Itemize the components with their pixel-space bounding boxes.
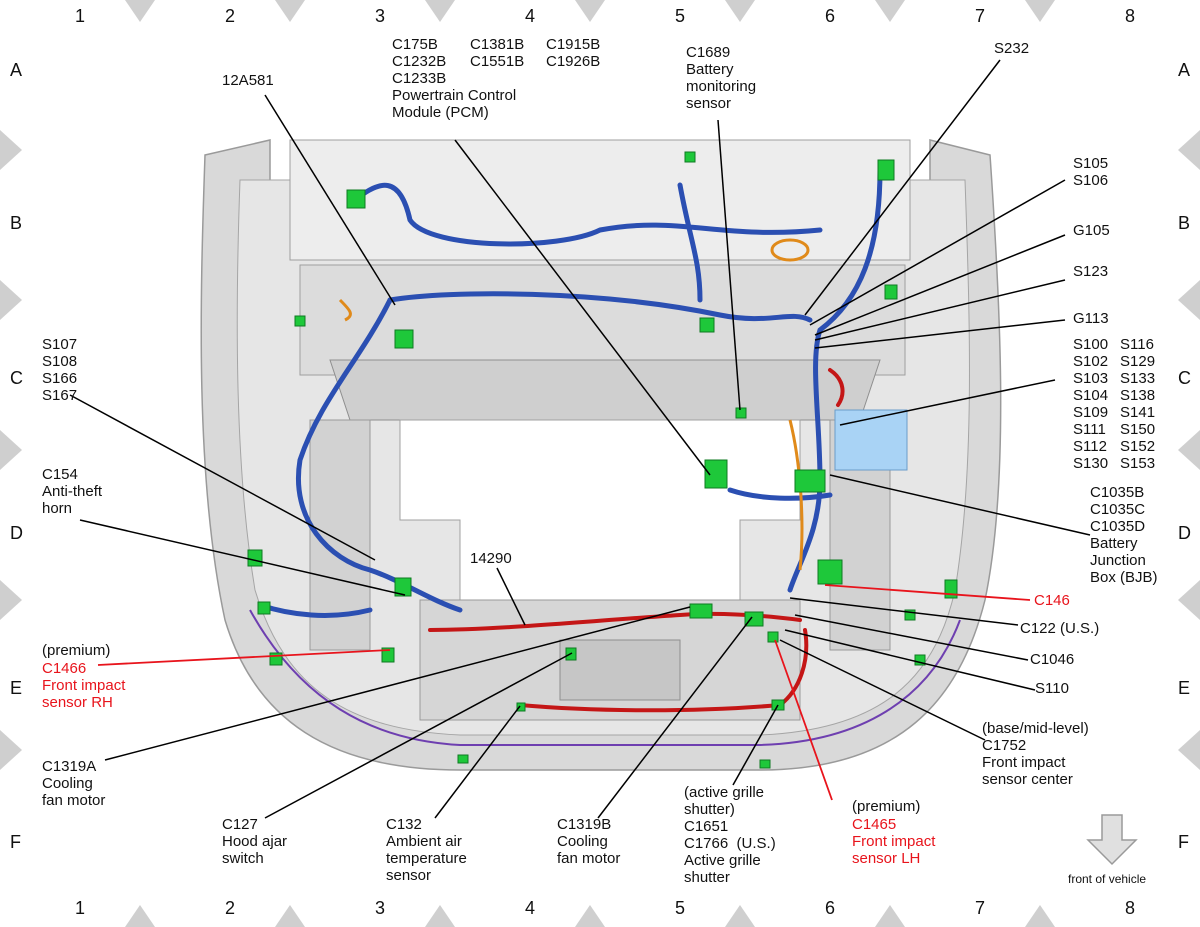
grid-col-1-bottom: 1 <box>75 898 86 918</box>
label-c154: C154 Anti-theft horn <box>42 466 103 517</box>
label-s110: S110 <box>1035 680 1069 697</box>
grid-col-8-top: 8 <box>1125 6 1136 26</box>
front-arrow-icon <box>1086 814 1138 866</box>
label-c1319a: C1319A Cooling fan motor <box>42 758 106 809</box>
grid-row-c-left: C <box>10 368 23 388</box>
grid-col-5-bottom: 5 <box>675 898 686 918</box>
grid-col-1-top: 1 <box>75 6 86 26</box>
leader-lines <box>69 59 1091 819</box>
label-c1465: C1465 Front impact sensor LH <box>852 816 936 867</box>
grid-row-d-left: D <box>10 523 23 543</box>
grid-col-4-top: 4 <box>525 6 536 26</box>
grid-row-a-right: A <box>1178 60 1191 80</box>
grid-row-e-right: E <box>1178 678 1191 698</box>
grid-col-6-top: 6 <box>825 6 836 26</box>
grid-col-3-top: 3 <box>375 6 386 26</box>
label-c1689: C1689 Battery monitoring sensor <box>686 44 757 112</box>
label-s232: S232 <box>994 40 1030 57</box>
connectors <box>247 151 958 769</box>
grid-row-b-right: B <box>1178 213 1191 233</box>
label-bjb: C1035B C1035C C1035D Battery Junction Bo… <box>1090 484 1158 586</box>
label-premium-rh: (premium) <box>42 642 111 659</box>
label-s105-s106: S105 S106 <box>1073 155 1109 189</box>
grid-row-b-left: B <box>10 213 23 233</box>
grid-row-f-right: F <box>1178 832 1189 852</box>
label-active-grille: (active grille shutter) C1651 C1766 (U.S… <box>684 784 776 886</box>
label-c1319b: C1319B Cooling fan motor <box>557 816 621 867</box>
grid-row-f-left: F <box>10 832 21 852</box>
grid-col-7-bottom: 7 <box>975 898 986 918</box>
label-pcm-connectors-c: C1915B C1926B <box>546 36 601 70</box>
grid-col-7-top: 7 <box>975 6 986 26</box>
grid-col-3-bottom: 3 <box>375 898 386 918</box>
label-c122: C122 (U.S.) <box>1020 620 1100 637</box>
label-12a581: 12A581 <box>222 72 274 89</box>
label-s107-s167: S107 S108 S166 S167 <box>42 336 78 404</box>
label-c1466: C1466 Front impact sensor RH <box>42 660 126 711</box>
label-14290: 14290 <box>470 550 512 567</box>
grid-col-5-top: 5 <box>675 6 686 26</box>
label-pcm: C175B C1232B C1233B Powertrain Control M… <box>392 36 517 121</box>
grid-col-8-bottom: 8 <box>1125 898 1136 918</box>
label-c1046: C1046 <box>1030 651 1075 668</box>
label-g113: G113 <box>1073 310 1109 327</box>
label-c132: C132 Ambient air temperature sensor <box>386 816 467 884</box>
grid-row-d-right: D <box>1178 523 1191 543</box>
label-splices-a: S100 S102 S103 S104 S109 S111 S112 S130 <box>1073 336 1109 472</box>
grid-col-2-top: 2 <box>225 6 236 26</box>
battery-junction-box <box>834 409 908 471</box>
label-g105: G105 <box>1073 222 1110 239</box>
grid-row-c-right: C <box>1178 368 1191 388</box>
grid-col-4-bottom: 4 <box>525 898 536 918</box>
label-front-of-vehicle: front of vehicle <box>1068 872 1147 886</box>
grid-row-a-left: A <box>10 60 23 80</box>
label-c1752: (base/mid-level) C1752 Front impact sens… <box>982 720 1089 788</box>
grid-col-6-bottom: 6 <box>825 898 836 918</box>
label-splices-b: S116 S129 S133 S138 S141 S150 S152 S153 <box>1120 336 1156 472</box>
label-c146: C146 <box>1034 592 1070 609</box>
label-premium-lh: (premium) <box>852 798 921 815</box>
label-pcm-connectors-b: C1381B C1551B <box>470 36 525 70</box>
leader-lines-red <box>97 584 1031 801</box>
grid-col-2-bottom: 2 <box>225 898 236 918</box>
label-s123: S123 <box>1073 263 1109 280</box>
grid-row-e-left: E <box>10 678 23 698</box>
label-c127: C127 Hood ajar switch <box>222 816 288 867</box>
